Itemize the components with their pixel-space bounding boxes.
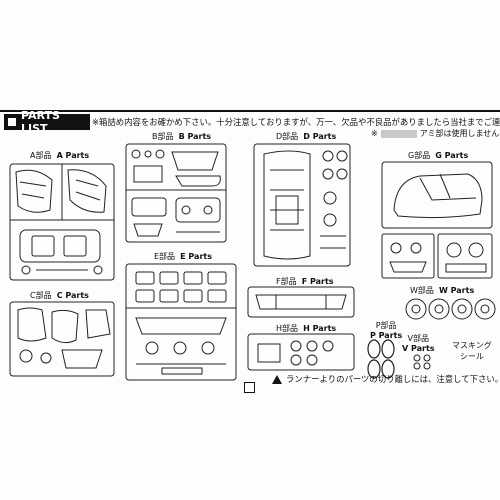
d-parts-jp: D部品 bbox=[276, 132, 299, 141]
a-parts-label: A部品 A Parts bbox=[30, 150, 89, 161]
f-parts-label: F部品 F Parts bbox=[276, 276, 334, 287]
b-parts-runner bbox=[125, 143, 227, 243]
p-parts-label: P部品 P Parts bbox=[370, 320, 402, 340]
parts-list-title-text: PARTS LIST bbox=[20, 109, 60, 135]
e-parts-label: E部品 E Parts bbox=[154, 251, 212, 262]
p-parts-jp: P部品 bbox=[375, 321, 397, 330]
w-parts-wheels bbox=[405, 298, 496, 320]
parts-list-title: PARTS LIST bbox=[4, 109, 90, 135]
e-parts-en: E Parts bbox=[180, 252, 212, 261]
p-parts-tires bbox=[367, 339, 395, 379]
header-rule bbox=[0, 110, 500, 112]
w-parts-label: W部品 W Parts bbox=[410, 285, 474, 296]
h-parts-en: H Parts bbox=[303, 324, 337, 333]
masking-line1: マスキング bbox=[452, 341, 492, 350]
c-parts-en: C Parts bbox=[56, 291, 89, 300]
e-parts-runner bbox=[125, 263, 237, 381]
b-parts-jp: B部品 bbox=[152, 132, 174, 141]
v-parts-en: V Parts bbox=[402, 344, 435, 353]
g-parts-label: G部品 G Parts bbox=[408, 150, 468, 161]
f-parts-runner bbox=[247, 286, 355, 318]
unused-note-prefix: ※ bbox=[371, 129, 378, 138]
a-parts-runner bbox=[9, 163, 115, 281]
g-parts-runner bbox=[381, 161, 493, 229]
runner-caution-text: ランナーよりのパーツの切り離しには、注意して下さい。 bbox=[286, 374, 500, 384]
masking-line2: シール bbox=[459, 352, 484, 361]
w-parts-jp: W部品 bbox=[410, 286, 434, 295]
title-square-icon bbox=[8, 118, 16, 126]
b-parts-en: B Parts bbox=[178, 132, 212, 141]
d-parts-en: D Parts bbox=[303, 132, 337, 141]
d-parts-runner bbox=[253, 143, 351, 267]
c-parts-runner bbox=[9, 301, 115, 377]
g-parts-jp: G部品 bbox=[408, 151, 431, 160]
g-parts-small-runner bbox=[381, 233, 493, 279]
runner-caution-note: ランナーよりのパーツの切り離しには、注意して下さい。 bbox=[272, 373, 500, 385]
e-parts-jp: E部品 bbox=[154, 252, 176, 261]
unused-note-text: アミ部は使用しません bbox=[419, 129, 500, 138]
d-parts-label: D部品 D Parts bbox=[276, 131, 336, 142]
w-parts-en: W Parts bbox=[439, 286, 475, 295]
v-parts-label: V部品 V Parts bbox=[402, 333, 435, 353]
v-parts-jp: V部品 bbox=[407, 334, 430, 343]
unused-note: ※ アミ部は使用しません bbox=[371, 128, 499, 139]
marker-square-icon bbox=[244, 382, 255, 393]
a-parts-jp: A部品 bbox=[30, 151, 52, 160]
f-parts-en: F Parts bbox=[301, 277, 334, 286]
gray-swatch bbox=[380, 129, 417, 138]
h-parts-jp: H部品 bbox=[276, 324, 299, 333]
p-parts-en: P Parts bbox=[370, 331, 403, 340]
caution-triangle-icon bbox=[272, 374, 282, 384]
h-parts-label: H部品 H Parts bbox=[276, 323, 336, 334]
c-parts-jp: C部品 bbox=[30, 291, 52, 300]
a-parts-en: A Parts bbox=[56, 151, 90, 160]
c-parts-label: C部品 C Parts bbox=[30, 290, 89, 301]
masking-seal-label: マスキング シール bbox=[452, 340, 492, 362]
g-parts-en: G Parts bbox=[435, 151, 469, 160]
contents-check-notice: ※箱詰め内容をお確かめ下さい。十分注意しておりますが、万一、欠品や不良品がありま… bbox=[92, 117, 500, 127]
h-parts-runner bbox=[247, 333, 355, 371]
v-parts-runner bbox=[413, 354, 431, 370]
f-parts-jp: F部品 bbox=[276, 277, 297, 286]
b-parts-label: B部品 B Parts bbox=[152, 131, 211, 142]
